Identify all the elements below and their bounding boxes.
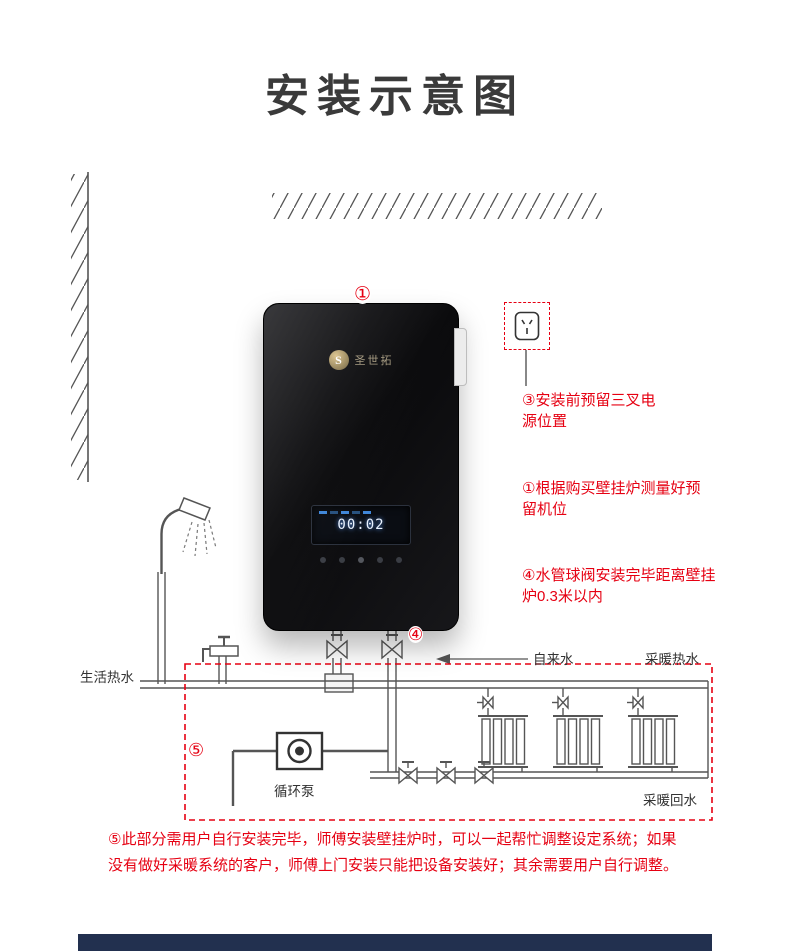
brand-name: 圣世拓 xyxy=(354,355,394,367)
tap-water-arrow xyxy=(436,654,528,664)
page-title: 安装示意图 xyxy=(265,72,525,121)
shower-icon xyxy=(157,497,217,684)
label-heating-return: 采暖回水 xyxy=(643,793,697,808)
footnote-line1: ⑤此部分需用户自行安装完毕，师傅安装壁挂炉时，可以一起帮忙调整设定系统；如果 xyxy=(108,831,677,848)
radiator-valves xyxy=(477,688,644,716)
boiler-right-pipe xyxy=(381,628,403,772)
lcd-display: 00:02 xyxy=(311,505,411,545)
radiator-icon xyxy=(478,715,528,772)
label-tap-water: 自来水 xyxy=(533,652,574,667)
return-pipe xyxy=(370,771,708,779)
marker-4: ④ xyxy=(408,625,424,644)
note-valve-line1: ④水管球阀安装完毕距离壁挂 xyxy=(522,567,716,584)
touch-buttons[interactable] xyxy=(264,557,458,563)
note-position: ①根据购买壁挂炉测量好预 留机位 xyxy=(522,478,700,520)
faucet-icon xyxy=(202,635,239,684)
marker-1: ① xyxy=(354,284,372,305)
boiler-unit: S 圣世拓 00:02 xyxy=(263,303,467,631)
display-indicators xyxy=(319,511,403,514)
boiler-left-pipe xyxy=(324,628,354,693)
brand-logo: S 圣世拓 xyxy=(264,350,458,370)
wall-line xyxy=(71,172,89,482)
note-valve: ④水管球阀安装完毕距离壁挂 炉0.3米以内 xyxy=(522,565,715,607)
label-heating-supply: 采暖热水 xyxy=(645,652,699,667)
ceiling-hatch-icon xyxy=(272,193,602,219)
return-valves xyxy=(398,761,494,785)
user-install-zone xyxy=(184,663,713,821)
side-bracket xyxy=(454,328,467,386)
display-time: 00:02 xyxy=(337,517,385,533)
radiator-icon xyxy=(628,715,678,772)
power-outlet-icon xyxy=(514,311,540,341)
marker-5: ⑤ xyxy=(188,740,205,760)
label-domestic-hot-water: 生活热水 xyxy=(80,670,134,685)
note-position-line2: 留机位 xyxy=(522,501,568,518)
label-circulation-pump: 循环泵 xyxy=(274,784,315,799)
note-outlet-line1: ③安装前预留三叉电 xyxy=(522,392,656,409)
note-outlet: ③安装前预留三叉电 源位置 xyxy=(522,390,655,432)
power-outlet-box xyxy=(504,302,550,350)
note-outlet-line2: 源位置 xyxy=(522,413,568,430)
radiator-icon xyxy=(553,715,603,772)
footer-bar xyxy=(78,934,712,951)
main-water-pipe xyxy=(140,680,709,778)
note-position-line1: ①根据购买壁挂炉测量好预 xyxy=(522,480,701,497)
footnote-line2: 没有做好采暖系统的客户，师傅上门安装只能把设备安装好；其余需要用户自行调整。 xyxy=(108,857,679,874)
note-valve-line2: 炉0.3米以内 xyxy=(522,588,603,605)
brand-badge-icon: S xyxy=(328,350,349,370)
